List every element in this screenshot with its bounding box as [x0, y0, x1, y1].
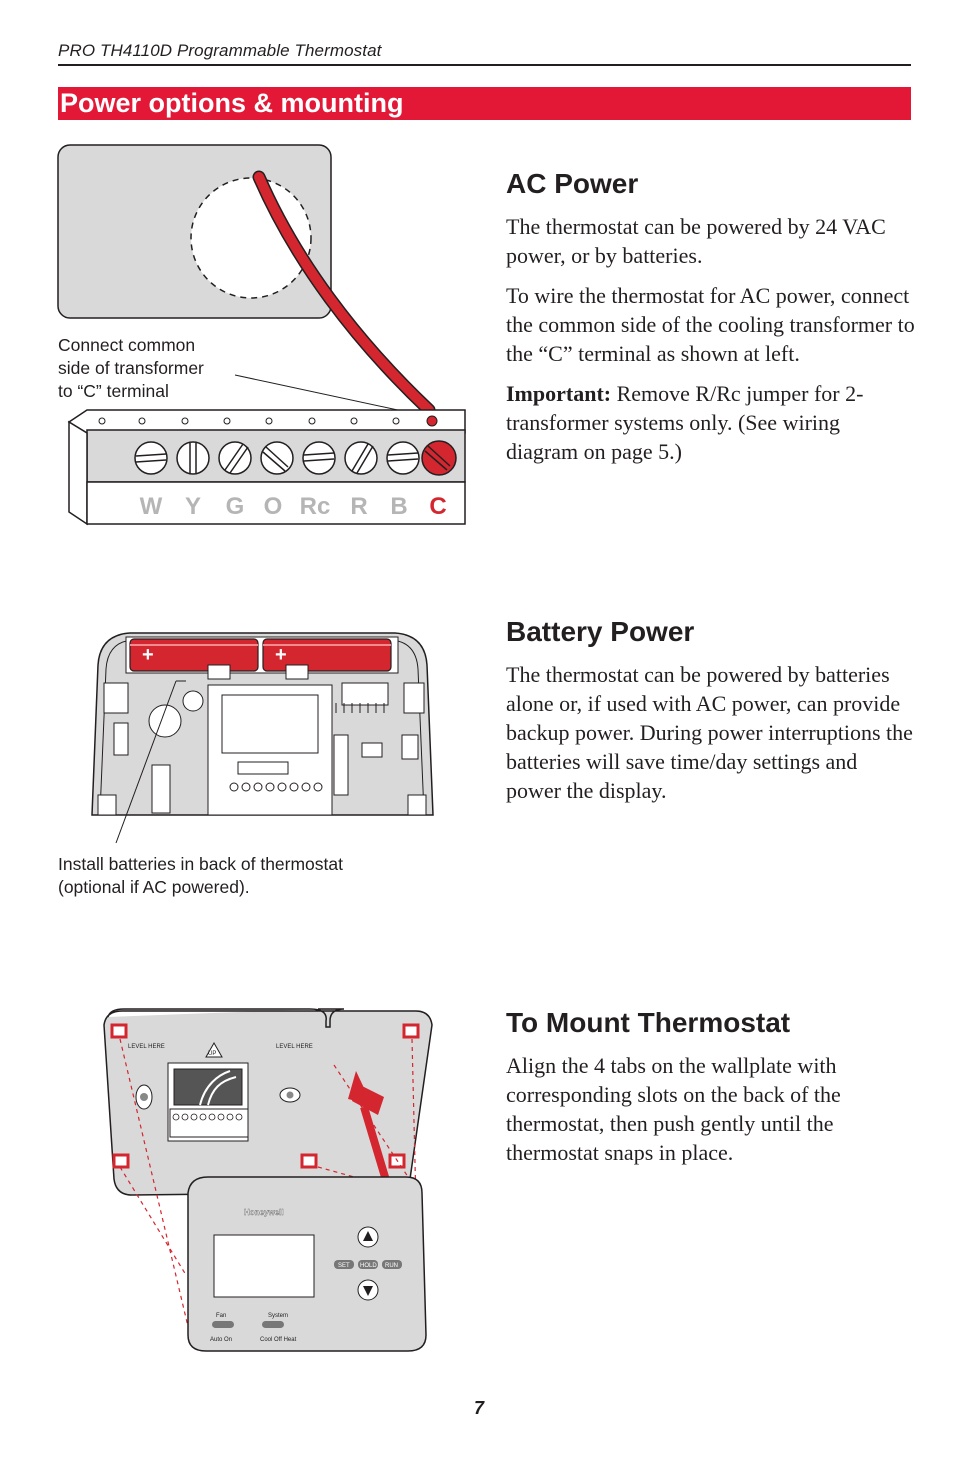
terminal-label-r: R	[350, 493, 367, 520]
page-number: 7	[474, 1398, 485, 1418]
terminal-label-rc: Rc	[300, 493, 331, 520]
terminal-label-c: C	[429, 493, 446, 520]
run-button-label: RUN	[385, 1263, 398, 1269]
ac-power-para-2: To wire the thermostat for AC power, con…	[506, 283, 915, 366]
mount-diagram: LEVEL HERE LEVEL HERE UP Honeywell SET H…	[103, 1008, 433, 1352]
important-label: Important:	[506, 381, 612, 406]
battery-power-para-1: The thermostat can be powered by batteri…	[506, 662, 913, 803]
battery-callout-line-2: (optional if AC powered).	[58, 877, 250, 897]
ac-callout-line-1: Connect common	[58, 335, 196, 355]
level-here-left: LEVEL HERE	[128, 1044, 165, 1050]
terminal-label-w: W	[140, 493, 163, 520]
terminal-label-b: B	[390, 493, 407, 520]
ac-wiring-diagram: W Y G O Rc R B C	[57, 144, 466, 526]
terminal-label-o: O	[264, 493, 283, 520]
ac-power-section: AC Power The thermostat can be powered b…	[506, 168, 916, 477]
battery-callout-line-1: Install batteries in back of thermostat	[58, 854, 343, 874]
running-title: PRO TH4110D Programmable Thermostat	[58, 41, 382, 60]
ac-power-important: Important: Remove R/Rc jumper for 2-tran…	[506, 379, 916, 466]
system-switch-label: System	[268, 1313, 288, 1319]
mount-heading: To Mount Thermostat	[506, 1007, 791, 1038]
battery-callout: Install batteries in back of thermostat …	[58, 853, 343, 899]
battery-2-plus-sign: +	[275, 644, 287, 666]
ac-callout: Connect common side of transformer to “C…	[58, 334, 204, 403]
system-switch-options: Cool Off Heat	[260, 1337, 297, 1343]
up-arrow-label: UP	[208, 1051, 216, 1057]
terminal-label-g: G	[226, 493, 245, 520]
battery-1-plus-sign: +	[142, 644, 154, 666]
set-button-label: SET	[338, 1263, 350, 1269]
level-here-right: LEVEL HERE	[276, 1044, 313, 1050]
important-text: Remove R/Rc jumper for 2-transformer sys…	[506, 381, 864, 464]
ac-power-heading: AC Power	[506, 168, 639, 199]
ac-callout-line-2: side of transformer	[58, 358, 204, 378]
fan-switch-options: Auto On	[210, 1337, 232, 1343]
battery-power-heading: Battery Power	[506, 616, 695, 647]
mount-para-1: Align the 4 tabs on the wallplate with c…	[506, 1053, 841, 1165]
honeywell-brand: Honeywell	[244, 1208, 284, 1217]
battery-diagram: + +	[91, 632, 434, 844]
terminal-label-y: Y	[185, 493, 201, 520]
ac-power-para-1: The thermostat can be powered by 24 VAC …	[506, 214, 886, 268]
mount-section: To Mount Thermostat Align the 4 tabs on …	[506, 1007, 916, 1178]
hold-button-label: HOLD	[360, 1263, 377, 1269]
ac-callout-line-3: to “C” terminal	[58, 381, 169, 401]
fan-switch-label: Fan	[216, 1313, 226, 1319]
section-title: Power options & mounting	[58, 87, 911, 120]
battery-power-section: Battery Power The thermostat can be powe…	[506, 616, 916, 816]
header-rule	[58, 64, 911, 66]
